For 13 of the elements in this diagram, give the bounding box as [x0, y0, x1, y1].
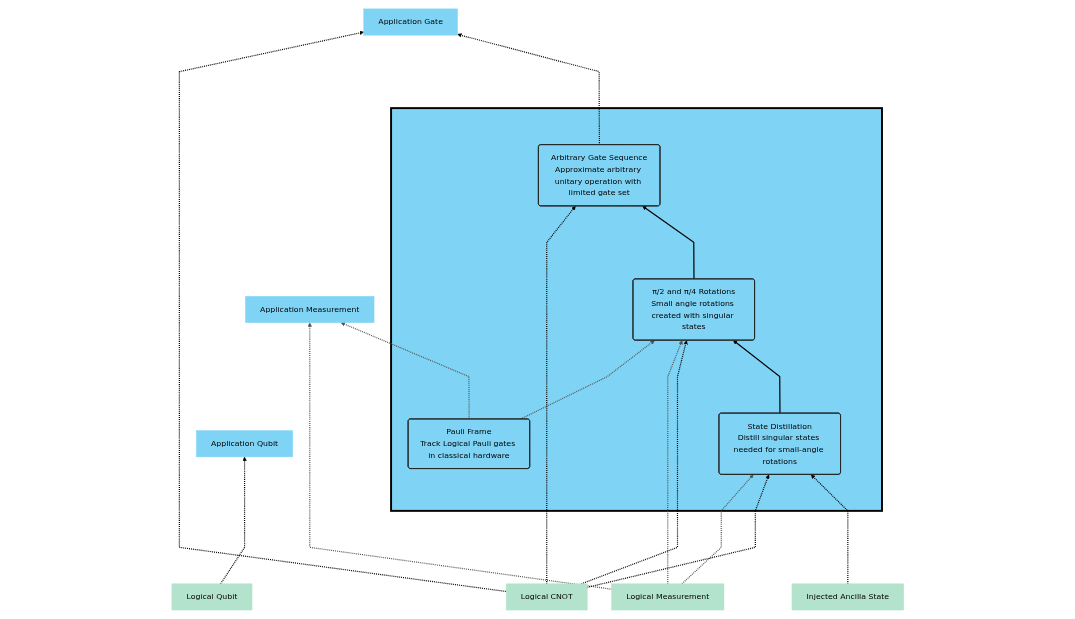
- arrow: [666, 340, 683, 585]
- arrow: [307, 322, 612, 590]
- arrow: [219, 456, 247, 585]
- arrow: [340, 322, 470, 420]
- arrow: [732, 340, 781, 414]
- arrow: [178, 30, 507, 593]
- arrow: [810, 474, 849, 585]
- arrow: [545, 205, 576, 585]
- cluster: [389, 107, 883, 512]
- arrow: [642, 205, 695, 280]
- arrow: [457, 33, 600, 146]
- arrow: [681, 474, 754, 585]
- arrow: [586, 474, 770, 588]
